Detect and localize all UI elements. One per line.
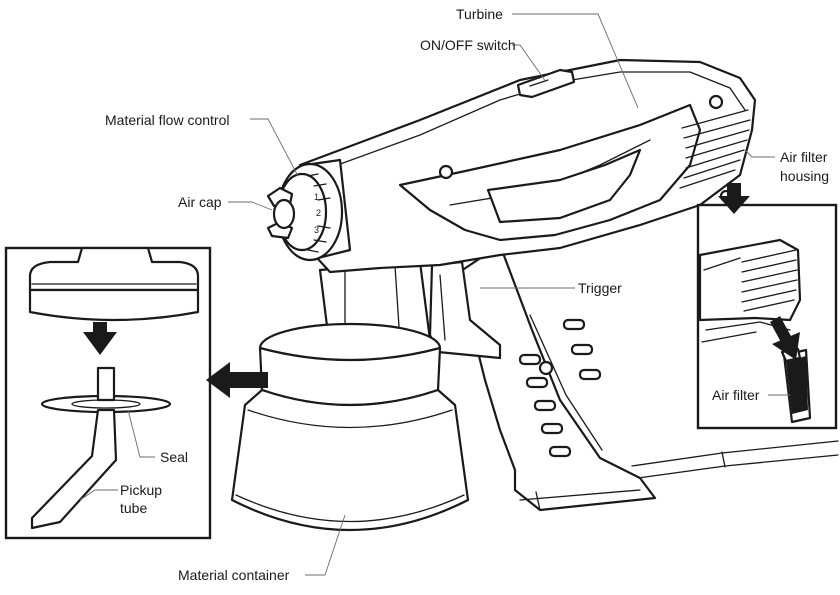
air-cap bbox=[266, 186, 296, 240]
label-pickup-tube-1: Pickup bbox=[120, 482, 162, 498]
inset-fins bbox=[741, 249, 798, 312]
leader-lines bbox=[79, 13, 790, 576]
air-filter-element bbox=[780, 347, 812, 424]
flow-number-3: 3 bbox=[314, 225, 319, 235]
material-container bbox=[230, 322, 470, 532]
label-air-filter: Air filter bbox=[712, 387, 760, 403]
arrow-down-to-seal bbox=[83, 322, 117, 355]
flow-number-1: 1 bbox=[314, 192, 319, 202]
grip-ridges bbox=[518, 318, 602, 458]
callout-labels: Turbine ON/OFF switch Material flow cont… bbox=[105, 6, 829, 583]
label-trigger: Trigger bbox=[578, 280, 622, 296]
label-air-filter-housing-1: Air filter bbox=[780, 149, 828, 165]
label-material-container: Material container bbox=[178, 567, 290, 583]
pickup-tube-inset bbox=[4, 246, 212, 540]
flow-number-2: 2 bbox=[316, 208, 321, 218]
label-pickup-tube-2: tube bbox=[120, 500, 147, 516]
gun-body bbox=[293, 58, 757, 274]
pickup-tube bbox=[30, 366, 118, 530]
label-seal: Seal bbox=[160, 449, 188, 465]
arrow-down-to-inset bbox=[718, 183, 750, 214]
front-nozzle: 1 2 3 bbox=[266, 158, 352, 262]
air-filter-housing-fins bbox=[679, 109, 751, 189]
air-filter-inset bbox=[696, 203, 838, 430]
handle bbox=[453, 243, 657, 512]
label-air-cap: Air cap bbox=[178, 194, 222, 210]
arrow-left-to-inset bbox=[206, 362, 268, 398]
label-air-filter-housing-2: housing bbox=[780, 168, 829, 184]
power-cord bbox=[631, 440, 839, 479]
label-turbine: Turbine bbox=[456, 6, 503, 22]
label-material-flow-control: Material flow control bbox=[105, 112, 230, 128]
material-flow-control-ridges bbox=[307, 173, 331, 253]
arrow-to-filter bbox=[770, 316, 800, 360]
label-on-off-switch: ON/OFF switch bbox=[420, 37, 516, 53]
